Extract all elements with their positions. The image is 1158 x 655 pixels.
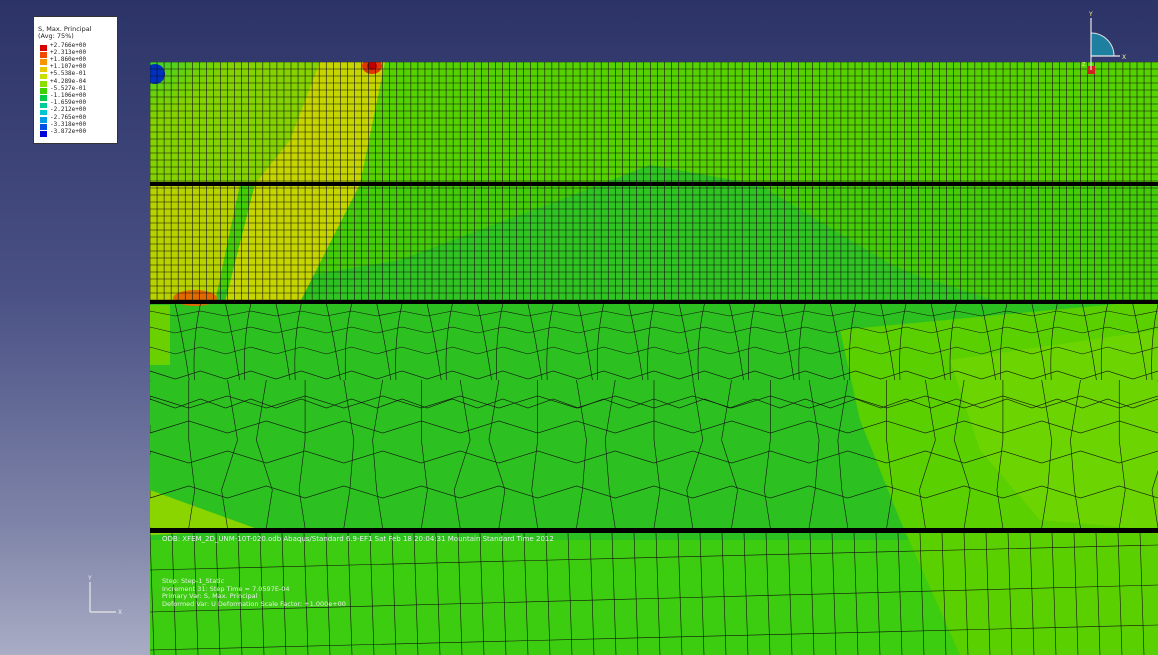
legend-swatch	[40, 95, 47, 101]
legend-swatch	[40, 124, 47, 130]
step-line: Step: Step-1_Static	[162, 577, 225, 585]
legend-swatch	[40, 109, 47, 116]
triad-z-label: Z	[1082, 62, 1086, 68]
legend-swatch	[40, 102, 47, 109]
global-triad: Y X	[87, 575, 122, 616]
view-orientation-triad[interactable]: Y X Z	[1080, 8, 1130, 78]
legend-swatch	[40, 131, 47, 137]
legend-swatch	[40, 73, 47, 80]
legend-subtitle: (Avg: 75%)	[38, 32, 74, 40]
legend-value: -3.872e+00	[50, 127, 87, 135]
odb-info-text: ODB: XFEM_2D_UNM-10T-020.odb Abaqus/Stan…	[162, 535, 554, 543]
legend-swatch	[40, 117, 47, 123]
legend-value: -3.318e+00	[50, 120, 87, 128]
triad-quadrant-icon	[1090, 32, 1115, 57]
triad-y-label: Y	[1088, 11, 1093, 18]
legend-swatch	[40, 59, 47, 65]
contour-legend[interactable]: S, Max. Principal (Avg: 75%) +2.766e+00+…	[33, 16, 118, 144]
deformed-var-line: Deformed Var: U Deformation Scale Factor…	[162, 599, 346, 608]
legend-value: +5.538e-01	[50, 70, 87, 78]
primary-var-line: Primary Var: S, Max. Principal	[162, 592, 258, 600]
contour-fields	[150, 62, 1158, 655]
legend-title: S, Max. Principal	[38, 25, 92, 33]
legend-value: +4.289e-04	[50, 77, 87, 85]
layer-boundaries	[150, 182, 1158, 533]
global-x-label: X	[118, 609, 122, 616]
legend-value: -2.212e+00	[50, 106, 87, 114]
legend-swatch	[40, 66, 47, 73]
legend-value: -5.527e-01	[50, 84, 87, 92]
increment-line: Increment 31: Step Time = 7.0597E-04	[162, 584, 290, 593]
legend-value: +1.860e+00	[50, 55, 87, 63]
legend-value: -2.765e+00	[50, 113, 87, 121]
legend-swatch	[40, 52, 47, 58]
legend-swatch	[40, 81, 47, 87]
legend-value: +2.766e+00	[50, 41, 87, 49]
legend-value: -1.106e+00	[50, 91, 87, 99]
legend-value: +2.313e+00	[50, 48, 87, 56]
legend-value: -1.659e+00	[50, 99, 87, 107]
step-info-block: Step: Step-1_Static Increment 31: Step T…	[162, 577, 346, 608]
legend-swatch	[40, 88, 47, 94]
legend-value: +1.107e+00	[50, 63, 87, 71]
global-y-label: Y	[87, 575, 92, 582]
triad-x-label: X	[1122, 54, 1126, 61]
legend-swatch	[40, 45, 47, 51]
